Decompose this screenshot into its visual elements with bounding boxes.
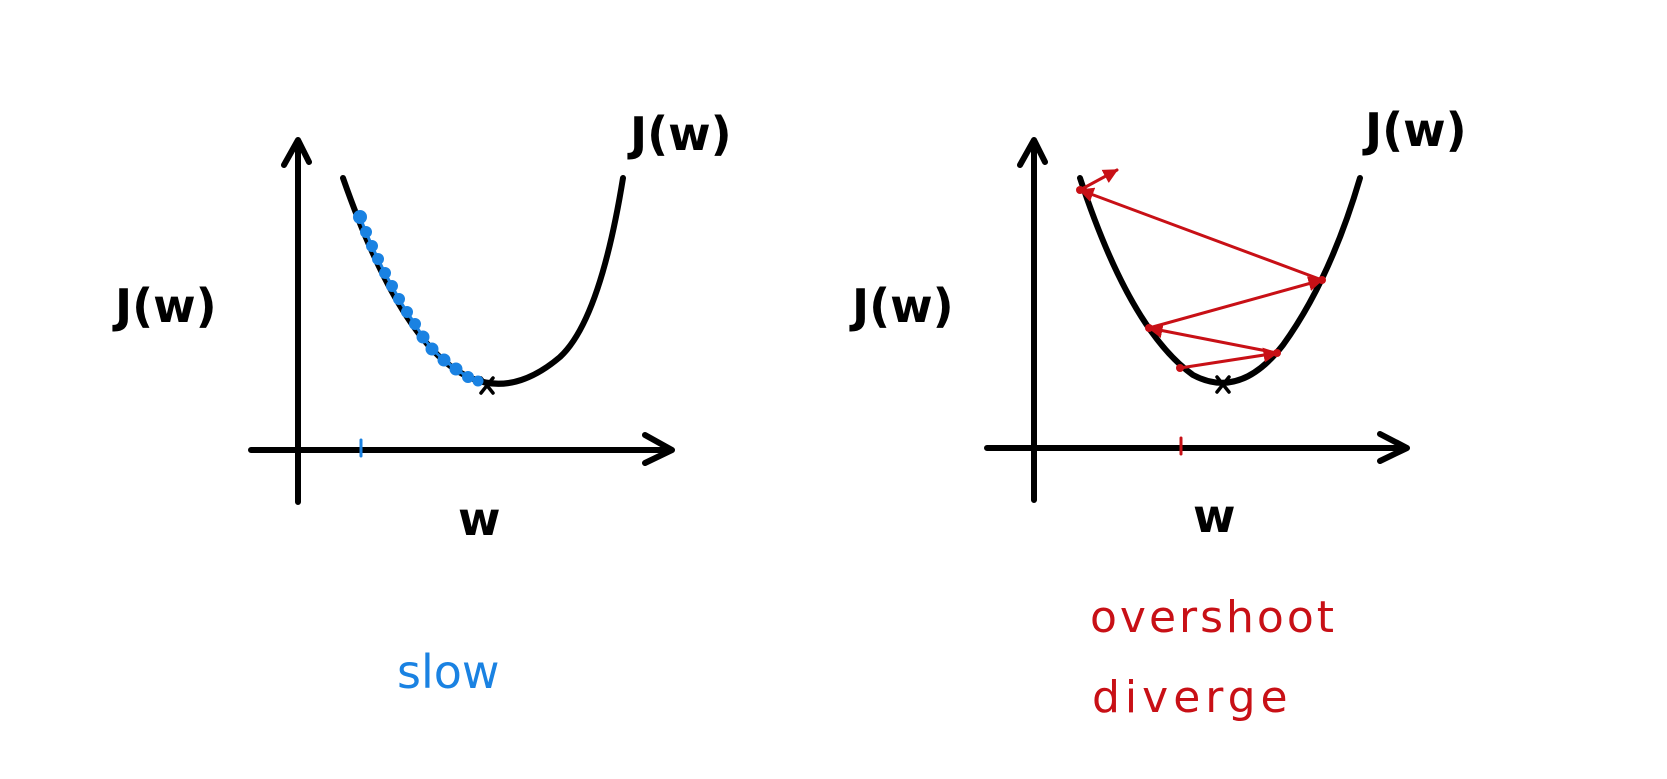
- left-caption-slow: slow: [397, 645, 500, 699]
- right-panel: J(w) J(w) w overshoot diverge: [849, 103, 1467, 723]
- step-1-arrow: [1178, 347, 1279, 370]
- right-caption-overshoot: overshoot: [1090, 592, 1337, 643]
- right-cost-curve: [1077, 175, 1363, 386]
- right-x-axis-label: w: [1193, 489, 1236, 543]
- right-y-axis: [1017, 137, 1048, 503]
- step-3-arrow: [1147, 276, 1324, 330]
- left-small-steps: [353, 210, 484, 387]
- left-x-axis: [248, 432, 675, 466]
- right-caption-diverge: diverge: [1092, 672, 1293, 723]
- step-5-arrow: [1078, 168, 1119, 192]
- right-curve-label: J(w): [1362, 103, 1467, 157]
- step-2-arrow: [1147, 323, 1279, 355]
- right-large-steps: [1078, 168, 1324, 370]
- left-panel: J(w) J(w) w slow: [112, 107, 732, 699]
- left-curve-label: J(w): [627, 107, 732, 161]
- right-y-axis-label: J(w): [849, 279, 954, 333]
- left-y-axis-label: J(w): [112, 279, 217, 333]
- left-x-axis-label: w: [458, 492, 501, 546]
- right-minimum-cross: [1215, 375, 1231, 394]
- step-4-arrow: [1078, 187, 1324, 282]
- right-x-axis: [984, 431, 1410, 464]
- left-y-axis: [281, 137, 312, 505]
- left-cost-curve: [340, 175, 626, 387]
- right-step-points: [1076, 186, 1326, 372]
